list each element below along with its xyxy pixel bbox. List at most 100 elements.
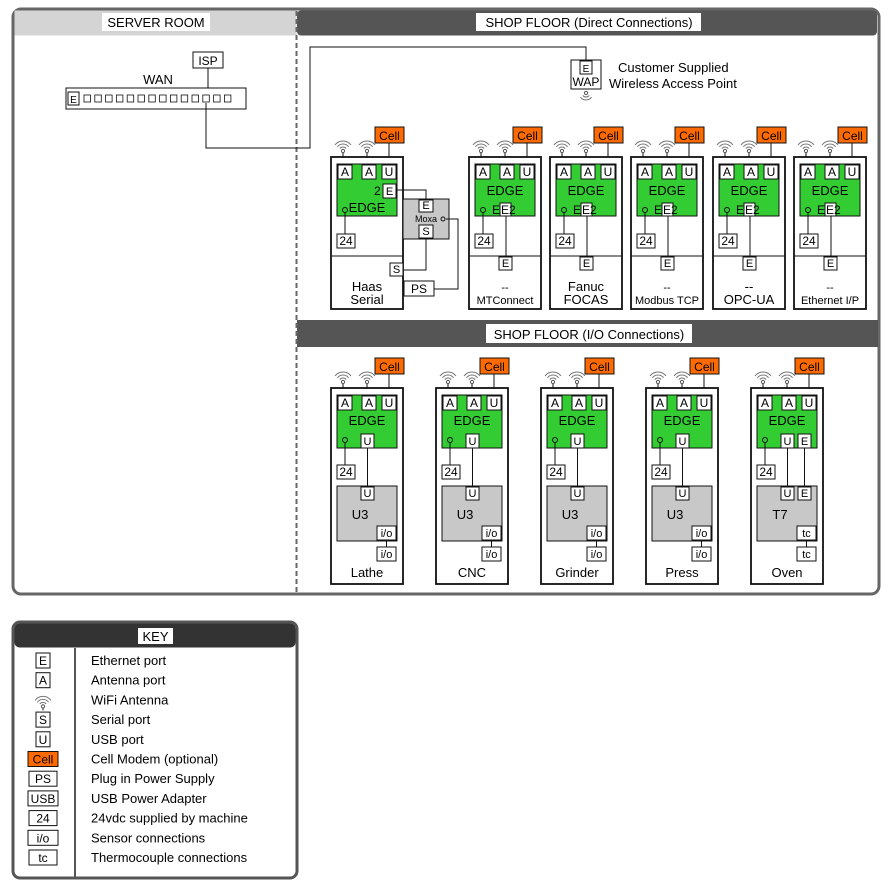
io-1-module-usb-port-label: U: [469, 488, 477, 500]
io-2-module-usb-port-label: U: [574, 488, 582, 500]
moxa-power-jack: [440, 216, 446, 222]
direct-1-machine-line2: MTConnect: [477, 295, 534, 307]
io-0-antenna-port-0-label: A: [341, 396, 349, 410]
wifi-arc-1: [580, 143, 592, 148]
direct-4-wifi-1-icon: [716, 140, 734, 154]
io-1-machine-sensor-port-label: i/o: [486, 549, 498, 561]
switch-port: [94, 94, 102, 103]
io-2-module-sensor-port-label: i/o: [591, 528, 603, 540]
direct-2-usb-port-2: [600, 164, 616, 180]
key-symbol-box: [35, 672, 51, 689]
io-1-antenna-port-0: [442, 395, 458, 411]
direct-3-antenna-port-0-label: A: [641, 165, 649, 179]
io-4-machine-sensor-port: [796, 546, 817, 562]
io-2-wifi-1-icon: [544, 371, 562, 385]
wifi-dot: [583, 90, 589, 96]
wifi-arc-2: [658, 140, 676, 146]
wap-wifi-icon: [580, 90, 592, 101]
wifi-arc-0: [582, 95, 590, 98]
switch-ports: [83, 94, 232, 103]
direct-5-wifi-2-icon: [821, 140, 839, 154]
io-1-wifi-2-icon: [463, 371, 481, 385]
direct-1-antenna-port-1-label: A: [503, 165, 511, 179]
io-4-24v-port: [756, 464, 776, 480]
wifi-dot: [40, 704, 46, 709]
io-4-usb-port-2-label: U: [805, 396, 814, 410]
wap-wifi-signal: [580, 90, 592, 101]
direct-0-cell-label: Cell: [379, 129, 400, 143]
key-symbol: PS: [35, 772, 51, 786]
direct-2-wifi-2-icon: [577, 140, 595, 154]
wifi-dot: [827, 148, 833, 154]
io-1-wifi-1-icon: [439, 371, 457, 385]
wifi-arc-1: [743, 143, 755, 148]
direct-2-antenna-port-1: [580, 164, 596, 180]
direct-5-24v-port: [799, 233, 819, 249]
key-symbol: S: [39, 713, 47, 727]
direct-5-machine-line1: --: [826, 282, 834, 294]
io-0-usb-port-2: [381, 395, 397, 411]
io-3-24v-port-label: 24: [654, 465, 668, 479]
key-symbol: USB: [31, 792, 56, 806]
io-0-module-sensor-port-label: i/o: [381, 528, 393, 540]
io-2-usb-port-2: [591, 395, 607, 411]
direct-0-24v-port: [336, 233, 356, 249]
io-1-usb-port-2-label: U: [490, 396, 499, 410]
io-1-antenna-port-1: [466, 395, 482, 411]
switch-port: [191, 94, 199, 103]
key-item-label: Serial port: [91, 712, 151, 727]
wifi-arc-1: [466, 374, 478, 379]
switch-port: [180, 94, 189, 103]
key-symbol-box: [27, 829, 59, 846]
wifi-arc-0: [759, 377, 767, 380]
wifi-arc-2: [649, 371, 667, 377]
switch-port: [116, 94, 124, 103]
direct-3-machine-line2: Modbus TCP: [635, 295, 699, 307]
direct-2-24v-port: [555, 233, 575, 249]
direct-1-edge-label: EDGE: [487, 183, 524, 198]
wifi-arc-1: [361, 374, 373, 379]
direct-2-edge-label: EDGE: [568, 183, 605, 198]
io-3-usb-port-2-label: U: [700, 396, 709, 410]
direct-2-antenna-port-0: [556, 164, 572, 180]
io-2-edge-usb-port-label: U: [574, 436, 582, 448]
wifi-arc-2: [673, 371, 691, 377]
switch-port: [83, 94, 91, 103]
direct-0-antenna-port-1: [361, 164, 377, 180]
io-4-edge-label: EDGE: [769, 413, 806, 428]
key-symbol: tc: [38, 851, 47, 865]
direct-3-antenna-port-0: [637, 164, 653, 180]
io-0-module-usb-port-label: U: [364, 488, 372, 500]
wan-ethernet-port-label: E: [70, 95, 77, 106]
direct-1-machine-line1: --: [501, 282, 509, 294]
io-2-machine-label: Grinder: [555, 565, 599, 580]
key-item-label: WiFi Antenna: [91, 692, 169, 707]
wifi-arc-0: [549, 377, 557, 380]
direct-2-machine-ethernet-port: [579, 256, 594, 271]
wifi-arc-2: [821, 140, 839, 146]
wifi-dot: [574, 379, 580, 385]
direct-3-antenna-port-1-label: A: [665, 165, 673, 179]
io-3-wifi-2-icon: [673, 371, 691, 385]
wifi-dot: [722, 148, 728, 154]
io-1-antenna-port-0-label: A: [446, 396, 454, 410]
key-frame: [11, 620, 299, 880]
wifi-dot: [559, 148, 565, 154]
wifi-arc-2: [740, 140, 758, 146]
server-room-label-bg: [102, 13, 210, 31]
key-symbol: A: [39, 674, 47, 688]
io-0-wifi-1-icon: [334, 371, 352, 385]
io-3-module-usb-port-label: U: [679, 488, 687, 500]
wifi-arc-0: [582, 146, 590, 149]
io-0-24v-port-label: 24: [339, 465, 353, 479]
wifi-arc-2: [797, 140, 815, 146]
wifi-arc-0: [573, 377, 581, 380]
direct-5-machine-ethernet-port-label: E: [827, 258, 834, 270]
direct-4-antenna-port-1-label: A: [747, 165, 755, 179]
key-symbol-box: [27, 790, 59, 807]
wifi-arc-0: [501, 146, 509, 149]
